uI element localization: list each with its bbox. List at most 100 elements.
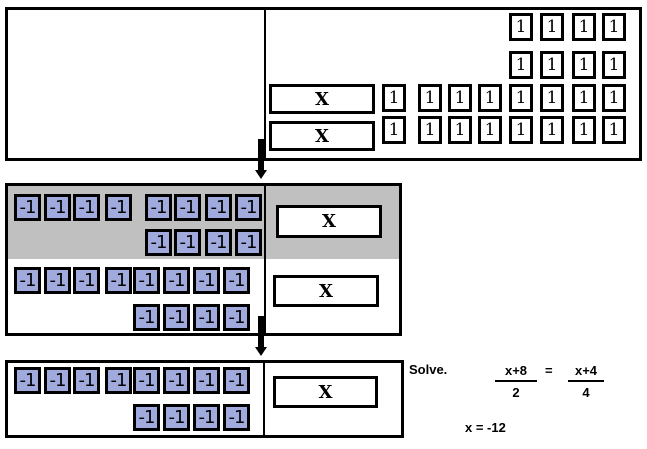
- negative-unit-tile-label: -1: [168, 406, 186, 428]
- answer-text: x = -12: [465, 420, 506, 435]
- negative-unit-tile: -1: [44, 267, 71, 294]
- x-tile-label: X: [315, 88, 329, 110]
- negative-unit-tile-label: -1: [138, 406, 156, 428]
- negative-unit-tile-label: -1: [19, 269, 37, 291]
- unit-tile: 1: [602, 84, 626, 112]
- unit-tile-label: 1: [546, 88, 558, 108]
- negative-unit-tile-label: -1: [179, 231, 197, 253]
- unit-tile: 1: [418, 84, 442, 112]
- negative-unit-tile-label: -1: [240, 196, 258, 218]
- x-tile: X: [269, 121, 375, 151]
- unit-tile: 1: [448, 84, 472, 112]
- unit-tile-label: 1: [388, 120, 400, 140]
- negative-unit-tile: -1: [223, 267, 250, 294]
- negative-unit-tile-label: -1: [138, 269, 156, 291]
- unit-tile: 1: [509, 84, 533, 112]
- x-tile: X: [273, 376, 378, 408]
- negative-unit-tile: -1: [14, 267, 41, 294]
- lhs-fraction: x+8 2: [495, 363, 537, 400]
- unit-tile-label: 1: [388, 88, 400, 108]
- negative-unit-tile: -1: [73, 267, 100, 294]
- unit-tile-label: 1: [515, 17, 527, 37]
- unit-tile-label: 1: [424, 120, 436, 140]
- unit-tile: 1: [509, 116, 533, 144]
- negative-unit-tile-label: -1: [240, 231, 258, 253]
- unit-tile-label: 1: [484, 120, 496, 140]
- negative-unit-tile: -1: [193, 267, 220, 294]
- negative-unit-tile-label: -1: [198, 306, 216, 328]
- unit-tile: 1: [448, 116, 472, 144]
- unit-tile-label: 1: [578, 17, 590, 37]
- negative-unit-tile: -1: [14, 367, 41, 394]
- negative-unit-tile: -1: [44, 194, 71, 221]
- down-arrow-icon: [255, 316, 267, 358]
- negative-unit-tile: -1: [163, 404, 190, 431]
- negative-unit-tile-label: -1: [19, 196, 37, 218]
- negative-unit-tile: -1: [105, 267, 132, 294]
- negative-unit-tile-label: -1: [179, 196, 197, 218]
- negative-unit-tile: -1: [163, 367, 190, 394]
- step2-divider: [264, 184, 266, 335]
- negative-unit-tile: -1: [223, 404, 250, 431]
- negative-unit-tile-label: -1: [198, 406, 216, 428]
- negative-unit-tile-label: -1: [110, 369, 128, 391]
- negative-unit-tile-label: -1: [228, 406, 246, 428]
- negative-unit-tile: -1: [133, 404, 160, 431]
- negative-unit-tile: -1: [223, 304, 250, 331]
- negative-unit-tile: -1: [73, 367, 100, 394]
- unit-tile-label: 1: [454, 120, 466, 140]
- step3-divider: [263, 361, 265, 437]
- unit-tile-label: 1: [515, 120, 527, 140]
- unit-tile: 1: [478, 116, 502, 144]
- unit-tile-label: 1: [546, 17, 558, 37]
- unit-tile: 1: [418, 116, 442, 144]
- unit-tile: 1: [602, 51, 626, 79]
- unit-tile-label: 1: [484, 88, 496, 108]
- unit-tile-label: 1: [608, 17, 620, 37]
- unit-tile-label: 1: [608, 120, 620, 140]
- unit-tile-label: 1: [578, 120, 590, 140]
- negative-unit-tile: -1: [163, 304, 190, 331]
- unit-tile: 1: [540, 116, 564, 144]
- negative-unit-tile: -1: [235, 194, 262, 221]
- x-tile-label: X: [322, 211, 336, 232]
- negative-unit-tile-label: -1: [168, 269, 186, 291]
- x-tile: X: [276, 205, 382, 238]
- negative-unit-tile-label: -1: [78, 196, 96, 218]
- unit-tile: 1: [602, 13, 626, 41]
- negative-unit-tile-label: -1: [138, 369, 156, 391]
- unit-tile: 1: [540, 84, 564, 112]
- unit-tile: 1: [540, 13, 564, 41]
- unit-tile-label: 1: [546, 55, 558, 75]
- lhs-numerator: x+8: [495, 363, 537, 382]
- negative-unit-tile: -1: [163, 267, 190, 294]
- step1-divider: [264, 8, 266, 160]
- unit-tile: 1: [602, 116, 626, 144]
- unit-tile: 1: [572, 84, 596, 112]
- unit-tile: 1: [572, 51, 596, 79]
- negative-unit-tile: -1: [193, 367, 220, 394]
- equals-sign: =: [545, 363, 553, 378]
- unit-tile-label: 1: [578, 55, 590, 75]
- negative-unit-tile: -1: [133, 267, 160, 294]
- unit-tile: 1: [509, 51, 533, 79]
- negative-unit-tile-label: -1: [49, 369, 67, 391]
- negative-unit-tile-label: -1: [49, 269, 67, 291]
- negative-unit-tile-label: -1: [78, 269, 96, 291]
- instruction-text: Solve.: [409, 362, 448, 377]
- negative-unit-tile: -1: [174, 229, 201, 256]
- negative-unit-tile: -1: [105, 367, 132, 394]
- negative-unit-tile-label: -1: [138, 306, 156, 328]
- negative-unit-tile: -1: [145, 194, 172, 221]
- negative-unit-tile-label: -1: [49, 196, 67, 218]
- unit-tile-label: 1: [608, 88, 620, 108]
- negative-unit-tile-label: -1: [19, 369, 37, 391]
- negative-unit-tile: -1: [193, 304, 220, 331]
- negative-unit-tile-label: -1: [228, 306, 246, 328]
- x-tile: X: [269, 84, 375, 114]
- negative-unit-tile-label: -1: [110, 196, 128, 218]
- x-tile-label: X: [318, 381, 333, 403]
- negative-unit-tile-label: -1: [210, 231, 228, 253]
- negative-unit-tile-label: -1: [150, 196, 168, 218]
- unit-tile-label: 1: [424, 88, 436, 108]
